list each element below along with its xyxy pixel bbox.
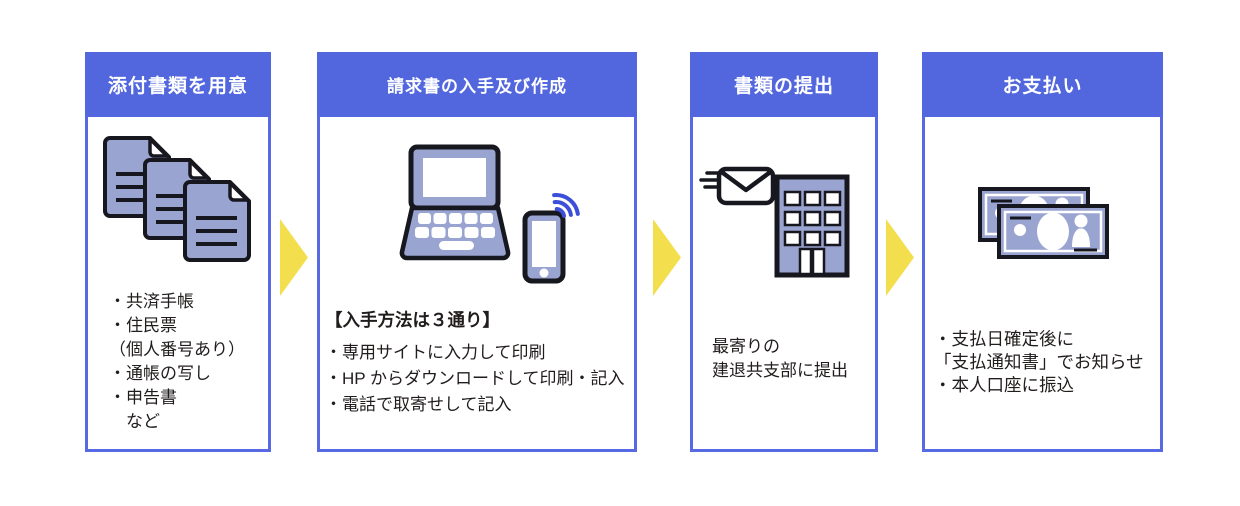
step3-line: 建退共支部に提出 [712, 361, 848, 380]
step1-line: ・住民票 [109, 316, 177, 335]
step4-line: 「支払通知書」でお知らせ [934, 352, 1144, 372]
step1-line: など [109, 412, 160, 431]
step2-heading: 【入手方法は３通り】 [325, 310, 500, 330]
step2-text: 【入手方法は３通り】 ・専用サイトに入力して印刷 ・HP からダウンロードして印… [325, 307, 625, 418]
step-panel-payment: お支払い ・支払日確定後に 「支払通知書」でお知らせ ・本人口座に [922, 52, 1163, 452]
wifi-icon [552, 193, 580, 218]
step-panel-submit-documents: 書類の提出 [690, 52, 878, 452]
step4-title: お支払い [922, 52, 1163, 117]
step2-line: ・電話で取寄せして記入 [325, 395, 512, 414]
step1-text: ・共済手帳 ・住民票 （個人番号あり） ・通帳の写し ・申告書 など [109, 290, 245, 434]
step2-title: 請求書の入手及び作成 [317, 52, 637, 117]
building-icon [774, 174, 850, 278]
laptop-smartphone-icon [399, 144, 580, 284]
step2-line: ・専用サイトに入力して印刷 [325, 343, 546, 362]
envelope-icon [716, 166, 776, 206]
documents-icon [103, 136, 251, 262]
banknotes-icon [978, 187, 1109, 259]
mail-building-icon [699, 166, 850, 278]
step-panel-prepare-documents: 添付書類を用意 ・共済手帳 ・住民票 （個人番号あり） ・通帳の写し ・申告書 [85, 52, 271, 452]
step4-line: ・支払日確定後に [934, 329, 1074, 349]
step-panel-get-invoice: 請求書の入手及び作成 [317, 52, 637, 452]
step3-text: 最寄りの 建退共支部に提出 [712, 335, 848, 383]
step1-title: 添付書類を用意 [85, 52, 271, 117]
step4-text: ・支払日確定後に 「支払通知書」でお知らせ ・本人口座に振込 [934, 328, 1144, 397]
step3-line: 最寄りの [712, 337, 780, 356]
flow-arrow-icon [886, 219, 914, 296]
flow-arrow-icon [280, 219, 308, 296]
step4-line: ・本人口座に振込 [934, 375, 1074, 395]
step1-line: ・共済手帳 [109, 292, 194, 311]
flow-arrow-icon [653, 219, 681, 296]
step1-line: ・申告書 [109, 388, 177, 407]
step1-line: ・通帳の写し [109, 364, 211, 383]
step2-line: ・HP からダウンロードして印刷・記入 [325, 369, 625, 388]
step3-title: 書類の提出 [690, 52, 878, 117]
step1-line: （個人番号あり） [109, 340, 245, 359]
